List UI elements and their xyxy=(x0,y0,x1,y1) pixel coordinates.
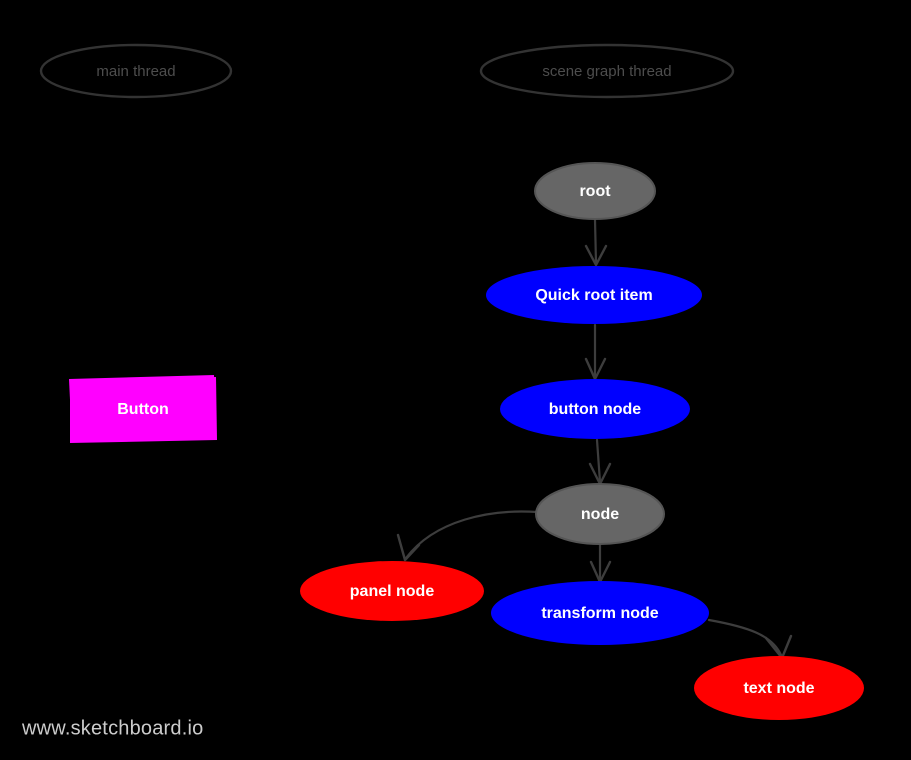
node-shape xyxy=(535,483,665,545)
edge-transform-node-to-text-node[interactable] xyxy=(707,618,793,660)
node-shape xyxy=(300,561,484,621)
edge-line xyxy=(404,510,539,560)
node-button-node[interactable]: button node xyxy=(500,379,690,439)
node-node[interactable]: node xyxy=(535,483,665,545)
edge-quick-root-item-to-button-node[interactable] xyxy=(584,323,607,381)
swimlane-scene-graph-thread-label: scene graph thread xyxy=(542,63,671,80)
arrowhead-icon xyxy=(764,634,793,660)
arrowhead-icon xyxy=(396,533,421,562)
node-panel-node[interactable]: panel node xyxy=(300,561,484,621)
node-shape xyxy=(534,162,656,220)
node-shape xyxy=(486,266,702,324)
node-text-node[interactable]: text node xyxy=(694,656,864,720)
arrowhead-icon xyxy=(584,244,608,267)
node-shape xyxy=(500,379,690,439)
edge-line xyxy=(593,218,598,265)
node-button[interactable]: Button xyxy=(69,375,217,443)
swimlane-main-thread-label: main thread xyxy=(96,63,175,80)
edge-node-to-panel-node[interactable] xyxy=(396,510,539,562)
node-transform-node[interactable]: transform node xyxy=(491,581,709,645)
node-shape xyxy=(491,581,709,645)
swimlane-ellipse-shape xyxy=(479,43,735,99)
node-root[interactable]: root xyxy=(534,162,656,220)
node-group: root Quick root item button node node pa… xyxy=(69,162,864,720)
edge-root-to-quick-root-item[interactable] xyxy=(584,218,608,267)
swimlane-scene-graph-thread[interactable]: scene graph thread xyxy=(479,43,735,99)
swimlane-ellipse-shape xyxy=(39,43,233,99)
swimlane-group: main thread scene graph thread xyxy=(39,43,735,99)
node-shape-sketch-overlay xyxy=(69,375,216,441)
node-shape xyxy=(694,656,864,720)
edge-node-to-transform-node[interactable] xyxy=(589,543,612,584)
node-quick-root-item[interactable]: Quick root item xyxy=(486,266,702,324)
watermark-label: www.sketchboard.io xyxy=(21,717,203,739)
edge-line xyxy=(707,618,783,657)
swimlane-main-thread[interactable]: main thread xyxy=(39,43,233,99)
edge-button-node-to-node[interactable] xyxy=(588,438,612,486)
edge-line xyxy=(595,438,602,484)
